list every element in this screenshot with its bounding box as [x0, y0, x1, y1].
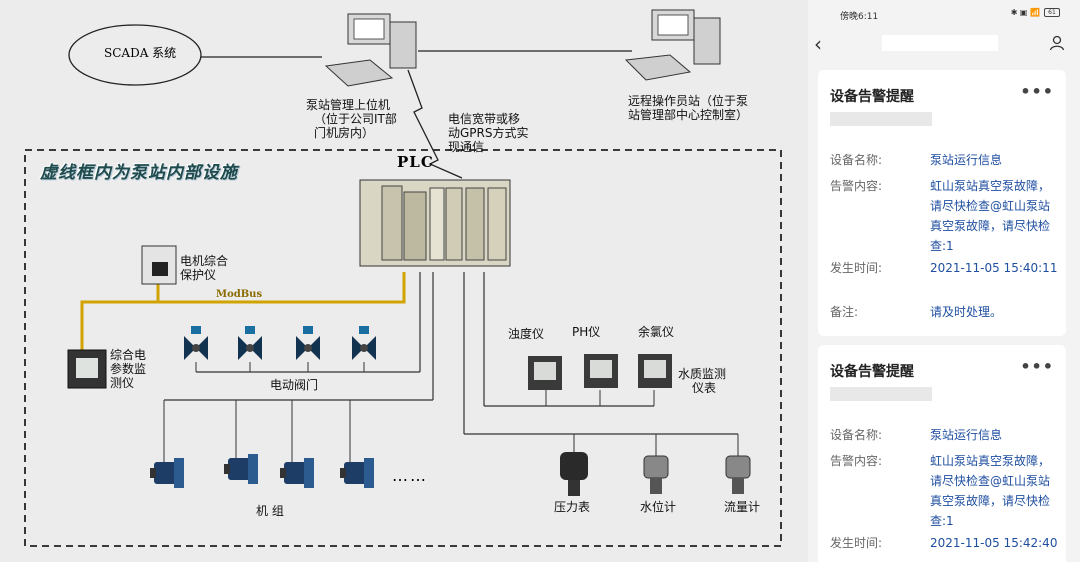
plc-icon: [359, 179, 511, 267]
water-quality-label: 水质监测 仪表: [678, 367, 727, 395]
redacted-title: [882, 35, 998, 51]
water-quality-meter-icons: [528, 354, 672, 390]
valve-label: 电动阀门: [270, 378, 319, 392]
ellipsis: ……: [392, 466, 428, 485]
comm-label: 电信宽带或移 动GPRS方式实 现通信: [448, 112, 529, 154]
redacted-subtitle: [830, 112, 932, 126]
power-meter-label: 综合电 参数监 测仪: [110, 348, 147, 390]
region-title: 虚线框内为泵站内部设施: [40, 163, 238, 183]
alarm-card[interactable]: 设备告警提醒 ••• 设备名称: 泵站运行信息 告警内容: 虹山泵站真空泵故障，…: [818, 70, 1066, 336]
valve-icons: [184, 326, 376, 360]
battery-icon: 61: [1044, 8, 1060, 17]
scada-ellipse: [68, 24, 202, 86]
back-chevron-icon[interactable]: ‹: [814, 32, 822, 56]
modbus-bus: [80, 272, 406, 350]
pressure-label: 压力表: [554, 500, 591, 514]
turbidity-label: 浊度仪: [508, 327, 545, 341]
pump-icons: [150, 454, 374, 488]
flow-label: 流量计: [724, 500, 761, 514]
status-icons: ✱ ▣ 📶 61: [1011, 8, 1060, 17]
remote-station-label: 远程操作员站（位于泵 站管理部中心控制室）: [628, 94, 749, 122]
remote-computer-icon: [624, 9, 721, 81]
status-bar: 傍晚6:11 ✱ ▣ 📶 61: [808, 0, 1080, 28]
more-icon[interactable]: •••: [1020, 82, 1054, 101]
chlorine-label: 余氯仪: [638, 325, 675, 339]
nav-bar: ‹: [808, 28, 1080, 60]
host-label: 泵站管理上位机 （位于公司IT部 门机房内）: [306, 98, 397, 140]
site-boundary: [24, 149, 782, 547]
status-time: 傍晚6:11: [840, 12, 879, 22]
scada-label: SCADA 系统: [104, 46, 177, 60]
card-title: 设备告警提醒: [830, 89, 914, 105]
signal-icons: ✱ ▣ 📶: [1010, 8, 1040, 17]
pressure-gauge-icon: [560, 452, 588, 496]
phone-screen: 傍晚6:11 ✱ ▣ 📶 61 ‹ 设备告警提醒 ••• 设备名称: 泵站运行信…: [808, 0, 1080, 562]
person-icon[interactable]: [1048, 34, 1066, 52]
modbus-label: ModBus: [216, 289, 263, 300]
ph-label: PH仪: [572, 325, 601, 339]
alarm-card[interactable]: 设备告警提醒 ••• 设备名称: 泵站运行信息 告警内容: 虹山泵站真空泵故障，…: [818, 345, 1066, 562]
host-computer-icon: [324, 13, 417, 87]
level-meter-icon: [643, 455, 669, 494]
redacted-subtitle: [830, 387, 932, 401]
card-title: 设备告警提醒: [830, 364, 914, 380]
level-label: 水位计: [640, 500, 677, 514]
motor-protector-label: 电机综合 保护仪: [180, 254, 229, 282]
plc-label: PLC: [397, 153, 434, 171]
more-icon[interactable]: •••: [1020, 357, 1054, 376]
system-diagram: SCADA 系统 泵站管理上位机 （位于公司IT部 门机房内） 远程操作员站（位…: [24, 9, 782, 547]
diagram-lines: [24, 9, 782, 547]
flow-meter-icon: [725, 455, 751, 494]
wireless-link: [407, 69, 463, 179]
motor-protector-icon: [141, 245, 177, 285]
power-meter-icon: [67, 349, 107, 389]
unit-label: 机 组: [256, 504, 284, 518]
